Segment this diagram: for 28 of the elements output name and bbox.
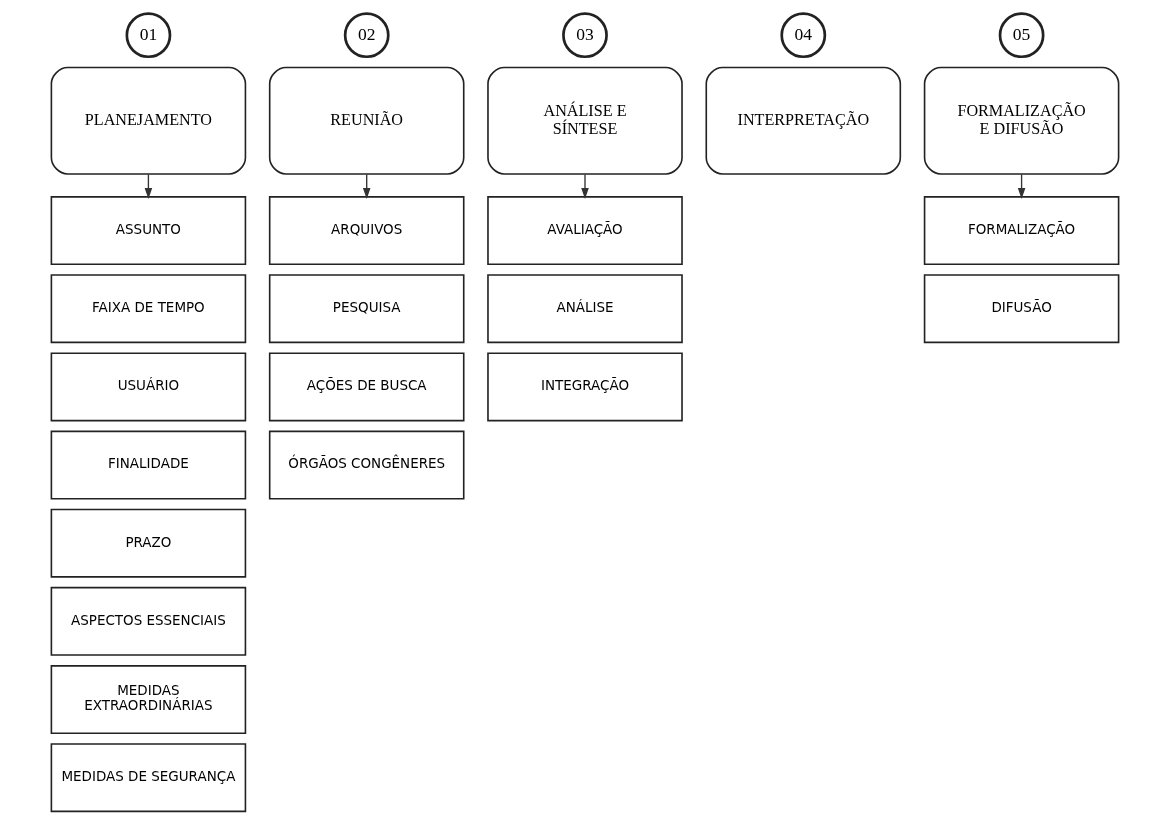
node-circle: 03 <box>562 12 608 59</box>
node-box: USUÁRIO <box>50 352 247 422</box>
node-box: AÇÕES DE BUSCA <box>268 352 465 422</box>
node-box: ASPECTOS ESSENCIAIS <box>50 586 247 656</box>
node-box: PRAZO <box>50 508 247 578</box>
node-box: INTERPRETAÇÃO <box>705 66 902 175</box>
node-box: ANÁLISE <box>487 274 683 344</box>
node-circle: 02 <box>343 12 390 59</box>
node-box: AVALIAÇÃO <box>487 196 683 266</box>
node-box: INTEGRAÇÃO <box>487 352 683 422</box>
arrow <box>581 173 589 199</box>
node-circle: 04 <box>780 12 827 59</box>
node-box: REUNIÃO <box>268 66 465 175</box>
node-box: FAIXA DE TEMPO <box>50 274 247 344</box>
node-box: ASSUNTO <box>50 196 247 266</box>
node-box: ANÁLISE E SÍNTESE <box>487 66 683 175</box>
node-box: ARQUIVOS <box>268 196 465 266</box>
node-box: ÓRGÃOS CONGÊNERES <box>268 430 465 500</box>
node-box: MEDIDAS EXTRAORDINÁRIAS <box>50 665 247 734</box>
node-circle: 05 <box>998 12 1045 59</box>
node-box: PESQUISA <box>268 274 465 344</box>
node-box: FORMALIZAÇÃO E DIFUSÃO <box>923 66 1120 175</box>
node-circle: 01 <box>125 12 172 59</box>
node-box: PLANEJAMENTO <box>50 66 247 175</box>
node-box: MEDIDAS DE SEGURANÇA <box>50 743 247 813</box>
node-box: DIFUSÃO <box>923 274 1120 344</box>
node-box: FINALIDADE <box>50 430 247 500</box>
node-box: FORMALIZAÇÃO <box>923 196 1120 266</box>
